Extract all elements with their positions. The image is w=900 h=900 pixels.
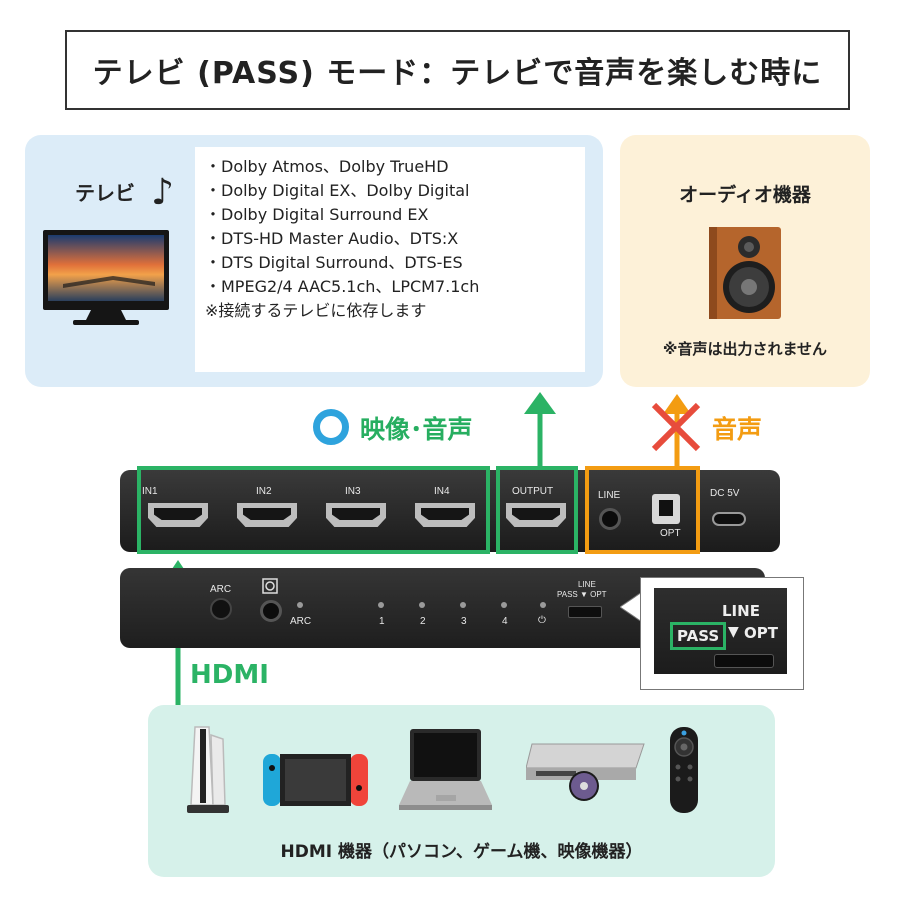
input4-led [501,602,507,608]
zoom-pass-label: PASS [670,622,727,650]
game-console-icon [187,726,229,813]
opt-label: OPT [660,528,681,539]
hdmi-output-port[interactable] [506,503,566,527]
arc-led [297,602,303,608]
tv-label: テレビ [75,181,135,205]
format-item: ・Dolby Digital Surround EX [205,205,429,224]
audio-device-panel: オーディオ機器 ※音声は出力されません [620,135,870,387]
hdmi-sources-panel: HDMI 機器（パソコン、ゲーム機、映像機器） [148,705,775,877]
arc-button[interactable] [210,598,232,620]
output-label: OUTPUT [512,486,554,497]
input3-led [460,602,466,608]
mode-switch-zoom: LINE PASS ▼ OPT [640,577,804,690]
in3-label: IN3 [345,486,361,497]
mode-switch-zoom-panel: LINE PASS ▼ OPT [654,588,787,674]
audio-format-list: ・Dolby Atmos、Dolby TrueHD ・Dolby Digital… [195,147,585,372]
switcher-rear-panel: IN1 IN2 IN3 IN4 OUTPUT LINE OPT DC 5V [120,470,780,552]
audio-not-output-note: ※音声は出力されません [662,340,828,358]
remote-sensor-icon [262,578,278,594]
output-arrow-head [524,392,556,414]
hdmi-label: HDMI [190,660,269,690]
zoom-line-label: LINE [722,602,760,620]
led-1-label: 1 [379,616,385,627]
dc5v-label: DC 5V [710,488,740,499]
speaker-icon [709,227,781,319]
audio-label: 音声 [712,415,763,444]
zoom-arrow-icon: ▼ [728,624,739,640]
cross-mark-a [651,402,701,452]
disc-player-icon [526,743,645,801]
inputs-highlight [137,466,490,554]
in1-label: IN1 [142,486,158,497]
hdmi-in2-port[interactable] [237,503,297,527]
power-icon: ⏻ [538,615,546,626]
hdmi-in4-port[interactable] [415,503,475,527]
audio-arrow-head [663,394,691,414]
hdmi-in3-port[interactable] [326,503,386,527]
cross-mark-b [651,402,701,452]
line-label: LINE [598,490,621,501]
format-item: ・Dolby Digital EX、Dolby Digital [205,181,470,200]
dc-usbc-port[interactable] [712,512,746,526]
zoom-opt-label: OPT [744,624,778,642]
hdmi-sources-label: HDMI 機器（パソコン、ゲーム機、映像機器） [280,842,643,862]
input1-led [378,602,384,608]
power-led [540,602,546,608]
optical-port[interactable] [652,494,680,524]
in4-label: IN4 [434,486,450,497]
handheld-console-icon [263,754,368,806]
ok-circle-icon [313,409,349,445]
format-item: ・DTS-HD Master Audio、DTS:X [205,229,459,248]
mode-switch[interactable] [568,606,602,618]
switch-line-label: LINE [578,580,596,589]
led-2-label: 2 [420,616,426,627]
remote-control-icon [670,727,698,813]
led-3-label: 3 [461,616,467,627]
page-title: テレビ (PASS) モード：テレビで音声を楽しむ時に [65,30,850,110]
television-icon [43,230,169,325]
line-jack[interactable] [599,508,621,530]
switch-modes-label: PASS ▼ OPT [557,590,607,599]
video-audio-label: 映像･音声 [360,415,473,444]
hdmi-in1-port[interactable] [148,503,208,527]
audio-out-highlight [585,466,700,554]
laptop-icon [399,729,492,810]
tv-dependency-note: ※接続するテレビに依存します [205,301,427,320]
tv-panel: テレビ ♪ ・Dolby Atmos、Dolby TrueHD ・Dolby D… [25,135,603,387]
format-item: ・DTS Digital Surround、DTS-ES [205,253,463,272]
output-highlight [496,466,578,554]
led-4-label: 4 [502,616,508,627]
music-note-icon: ♪ [151,172,174,213]
zoom-mode-slider [714,654,774,668]
in2-label: IN2 [256,486,272,497]
arc-led-label: ARC [290,616,312,627]
format-item: ・MPEG2/4 AAC5.1ch、LPCM7.1ch [205,277,480,296]
format-item: ・Dolby Atmos、Dolby TrueHD [205,157,449,176]
input2-led [419,602,425,608]
arc-button-label: ARC [210,584,232,595]
ir-jack[interactable] [260,600,282,622]
audio-device-title: オーディオ機器 [679,184,811,206]
